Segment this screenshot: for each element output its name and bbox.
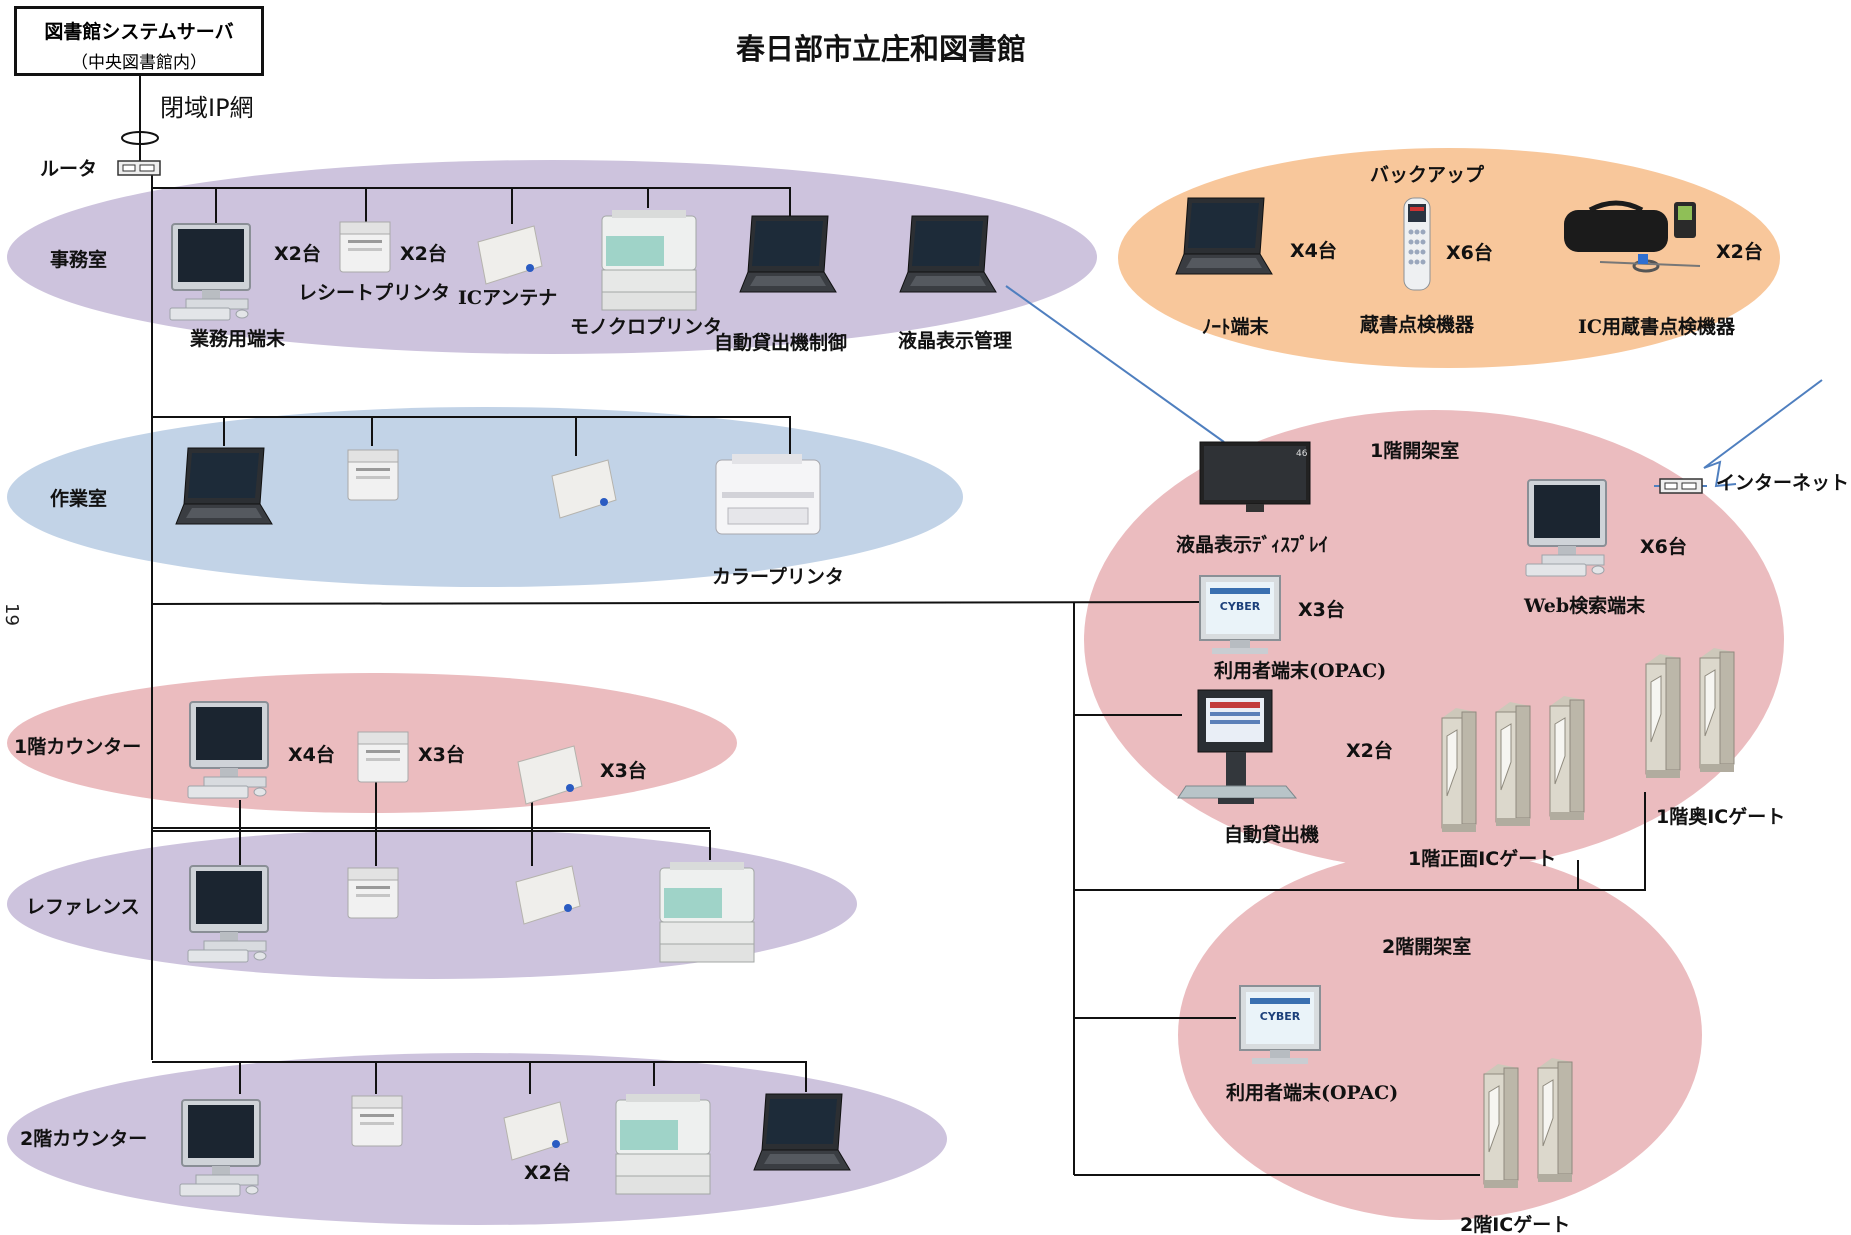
floor2-gate-icon-1 bbox=[1483, 1063, 1519, 1189]
floor2-gate-label: 2階ICゲート bbox=[1460, 1214, 1571, 1235]
page-number: 19 bbox=[0, 603, 22, 626]
work-receipt-printer-icon bbox=[347, 449, 399, 501]
floor1-front-gate-icon-3 bbox=[1549, 695, 1585, 821]
floor1-front-gate-icon-1 bbox=[1441, 707, 1477, 833]
floor1-back-gate-icon-2 bbox=[1699, 647, 1735, 773]
server-title: 図書館システムサーバ bbox=[44, 21, 234, 43]
office-pc-count: X2台 bbox=[274, 243, 321, 265]
web-terminal-count: X6台 bbox=[1640, 536, 1687, 558]
office-lcd-label: 液晶表示管理 bbox=[898, 330, 1013, 352]
floor2-opac-label: 利用者端末(OPAC) bbox=[1226, 1082, 1399, 1104]
counter1-zone-name: 1階カウンター bbox=[14, 736, 142, 758]
office-zone bbox=[7, 160, 1097, 354]
backup-ic-scanner-count: X2台 bbox=[1716, 241, 1763, 263]
work-zone-name: 作業室 bbox=[50, 488, 108, 510]
network-lines bbox=[121, 76, 1646, 1176]
floor1-front-gate-icon-2 bbox=[1495, 701, 1531, 827]
lcd-display-label: 液晶表示ﾃﾞｨｽﾌﾟﾚｲ bbox=[1176, 534, 1329, 556]
office-auto-label: 自動貸出機制御 bbox=[714, 332, 848, 354]
office-ic-label: ICアンテナ bbox=[458, 287, 558, 309]
counter1-ic-count: X3台 bbox=[600, 760, 647, 782]
backup-scanner-icon bbox=[1403, 197, 1431, 291]
router-label: ルータ bbox=[40, 158, 98, 180]
color-printer-label: カラープリンタ bbox=[712, 566, 844, 588]
office-mono-label: モノクロプリンタ bbox=[570, 316, 723, 338]
router-icon bbox=[117, 160, 161, 176]
floor1-zone-name: 1階開架室 bbox=[1370, 440, 1460, 462]
internet-router-icon bbox=[1659, 478, 1703, 494]
counter1-receipt-count: X3台 bbox=[418, 744, 465, 766]
floor1-zone bbox=[1084, 410, 1784, 870]
floor2-zone-name: 2階開架室 bbox=[1382, 936, 1472, 958]
office-receipt-printer-icon bbox=[339, 221, 391, 273]
backup-laptop-label: ﾉｰﾄ端末 bbox=[1202, 316, 1269, 338]
floor1-back-gate-label: 1階奥ICゲート bbox=[1656, 806, 1786, 828]
counter2-laptop-icon bbox=[753, 1093, 851, 1171]
page-title: 春日部市立庄和図書館 bbox=[736, 32, 1027, 66]
office-receipt-label: レシートプリンタ bbox=[298, 282, 451, 304]
reference-receipt-printer-icon bbox=[347, 867, 399, 919]
counter1-pc-count: X4台 bbox=[288, 744, 335, 766]
office-auto-control-laptop-icon bbox=[739, 215, 837, 293]
office-terminal-label: 業務用端末 bbox=[190, 328, 286, 350]
floor1-back-gate-icon-1 bbox=[1645, 653, 1681, 779]
office-receipt-count: X2台 bbox=[400, 243, 447, 265]
server-location: （中央図書館内） bbox=[71, 53, 207, 73]
backup-scanner-count: X6台 bbox=[1446, 242, 1493, 264]
backup-laptop-icon bbox=[1175, 197, 1273, 275]
library-system-server: 図書館システムサーバ （中央図書館内） bbox=[14, 6, 264, 76]
internet-label: インターネット bbox=[1716, 472, 1850, 494]
counter1-receipt-printer-icon bbox=[357, 731, 409, 783]
counter2-zone-name: 2階カウンター bbox=[20, 1128, 148, 1150]
backup-ic-scanner-label: IC用蔵書点検機器 bbox=[1578, 316, 1736, 338]
reference-zone-name: レファレンス bbox=[26, 896, 140, 918]
auto-lending-label: 自動貸出機 bbox=[1224, 824, 1320, 846]
backup-zone-name: バックアップ bbox=[1370, 164, 1485, 186]
office-lcd-manager-laptop-icon bbox=[899, 215, 997, 293]
office-zone-name: 事務室 bbox=[50, 249, 108, 271]
office-mono-printer-icon bbox=[601, 209, 697, 311]
floor2-gate-icon-2 bbox=[1537, 1057, 1573, 1183]
counter2-receipt-printer-icon bbox=[351, 1095, 403, 1147]
web-terminal-label: Web検索端末 bbox=[1524, 595, 1646, 617]
floor1-opac-label: 利用者端末(OPAC) bbox=[1214, 660, 1387, 682]
backup-scanner-label: 蔵書点検機器 bbox=[1360, 314, 1475, 336]
lcd-display-icon bbox=[1199, 441, 1311, 513]
closed-ip-network-label: 閉域IP網 bbox=[160, 94, 254, 122]
counter2-ic-count: X2台 bbox=[524, 1162, 571, 1184]
floor1-opac-count: X3台 bbox=[1298, 599, 1345, 621]
reference-mono-printer-icon bbox=[659, 861, 755, 963]
backup-laptop-count: X4台 bbox=[1290, 240, 1337, 262]
auto-lending-count: X2台 bbox=[1346, 740, 1393, 762]
work-laptop-icon bbox=[175, 447, 273, 525]
floor1-front-gate-label: 1階正面ICゲート bbox=[1408, 848, 1557, 870]
color-printer-icon bbox=[715, 453, 821, 535]
counter2-mono-printer-icon bbox=[615, 1093, 711, 1195]
